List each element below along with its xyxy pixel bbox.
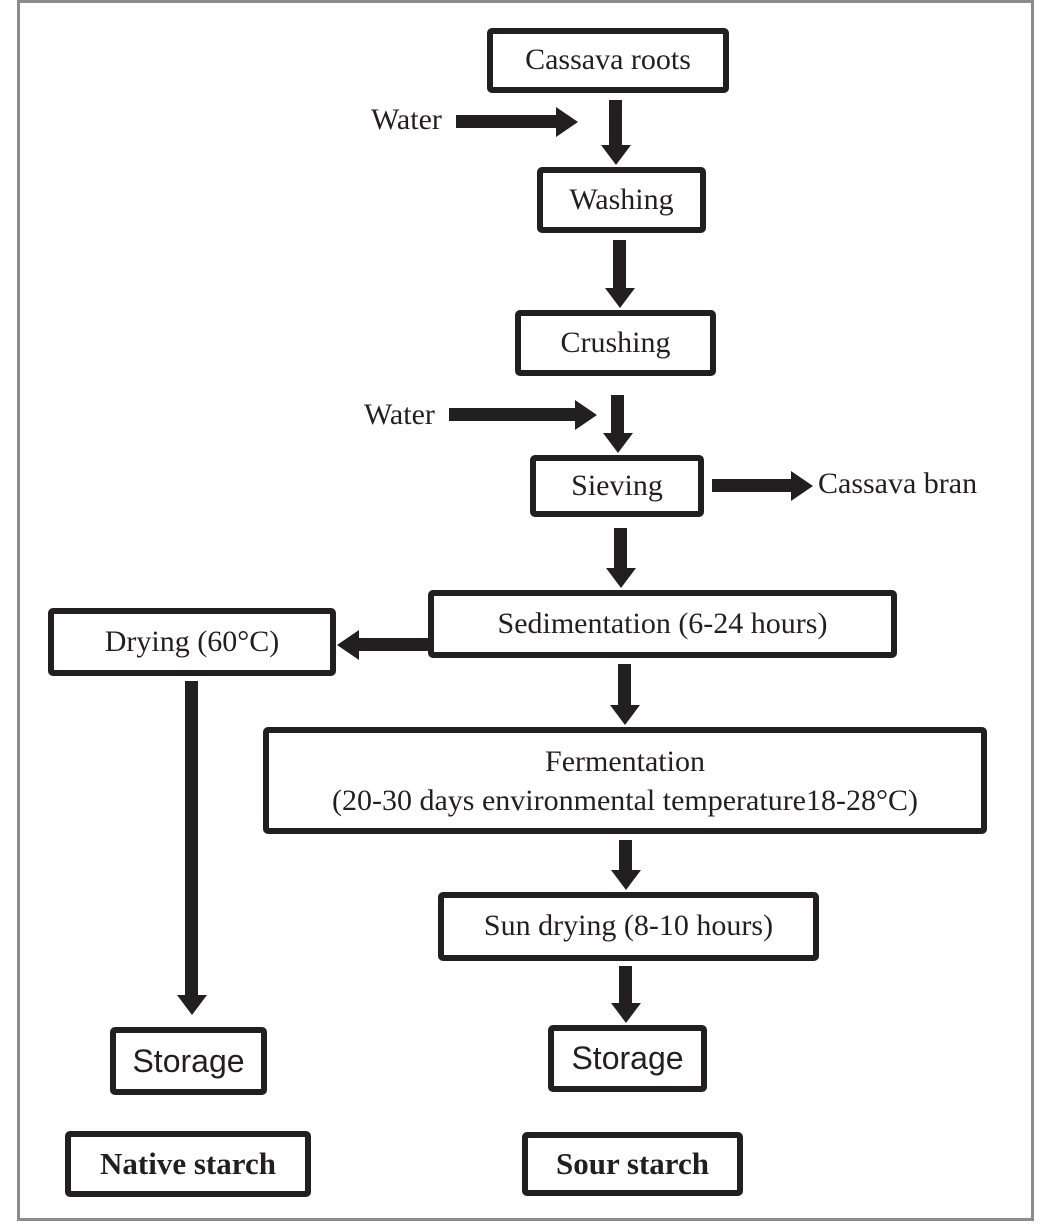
arrow-crushing-to-sieving bbox=[603, 395, 633, 453]
arrow-head-down-icon bbox=[611, 1003, 641, 1023]
arrow-sieving-to-cassava-bran bbox=[712, 471, 813, 501]
arrow-cassava-roots-to-washing bbox=[601, 100, 631, 165]
arrow-shaft bbox=[614, 528, 627, 568]
water-input-label-mid: Water bbox=[364, 398, 435, 431]
arrow-shaft bbox=[611, 395, 624, 433]
arrow-shaft bbox=[456, 115, 557, 128]
node-native-starch: Native starch bbox=[65, 1131, 311, 1197]
node-crushing: Crushing bbox=[515, 310, 716, 376]
arrow-head-down-icon bbox=[601, 145, 631, 165]
arrow-head-right-icon bbox=[791, 471, 813, 501]
arrow-shaft bbox=[609, 100, 622, 145]
arrow-head-down-icon bbox=[177, 995, 207, 1015]
arrow-shaft bbox=[185, 681, 198, 995]
arrow-shaft bbox=[618, 664, 631, 705]
arrow-shaft bbox=[712, 479, 792, 492]
arrow-head-down-icon bbox=[603, 433, 633, 453]
arrow-head-down-icon bbox=[606, 568, 636, 588]
node-sedimentation: Sedimentation (6-24 hours) bbox=[428, 590, 897, 658]
arrow-head-down-icon bbox=[605, 288, 635, 308]
arrow-shaft bbox=[449, 408, 576, 421]
node-cassava-roots-label: Cassava roots bbox=[525, 43, 691, 77]
node-sun-drying-label: Sun drying (8-10 hours) bbox=[483, 909, 774, 943]
node-washing: Washing bbox=[537, 167, 706, 233]
node-cassava-roots: Cassava roots bbox=[487, 28, 729, 93]
node-sedimentation-label: Sedimentation (6-24 hours) bbox=[497, 606, 828, 640]
node-storage-left-label: Storage bbox=[132, 1042, 245, 1079]
arrow-shaft bbox=[613, 240, 626, 288]
arrow-sieving-to-sedimentation bbox=[606, 528, 636, 588]
arrow-head-left-icon bbox=[337, 630, 359, 660]
arrow-head-right-icon bbox=[575, 400, 597, 430]
node-drying: Drying (60°C) bbox=[48, 608, 336, 676]
water-input-label-top: Water bbox=[371, 103, 442, 136]
arrow-shaft bbox=[619, 966, 632, 1003]
node-storage-right-label: Storage bbox=[571, 1040, 684, 1077]
node-sun-drying: Sun drying (8-10 hours) bbox=[438, 892, 819, 961]
arrow-water-into-washing-flow bbox=[456, 107, 578, 137]
node-drying-label: Drying (60°C) bbox=[104, 624, 280, 658]
node-fermentation-line2: (20-30 days environmental temperature18-… bbox=[332, 783, 918, 817]
arrow-drying-to-storage-left bbox=[177, 681, 207, 1015]
arrow-shaft bbox=[358, 638, 428, 651]
arrow-head-down-icon bbox=[610, 705, 640, 725]
arrow-head-down-icon bbox=[611, 870, 641, 890]
node-native-starch-label: Native starch bbox=[100, 1146, 276, 1182]
node-sour-starch-label: Sour starch bbox=[555, 1146, 710, 1182]
node-fermentation: Fermentation (20-30 days environmental t… bbox=[263, 727, 987, 834]
arrow-water-into-sieving-flow bbox=[449, 400, 597, 430]
arrow-sedimentation-to-drying bbox=[337, 630, 428, 660]
arrow-sun-drying-to-storage-right bbox=[611, 966, 641, 1023]
node-sieving-label: Sieving bbox=[571, 468, 663, 502]
arrow-head-right-icon bbox=[556, 107, 578, 137]
node-sieving: Sieving bbox=[530, 455, 704, 517]
cassava-bran-output-label: Cassava bran bbox=[818, 467, 978, 500]
node-fermentation-line1: Fermentation bbox=[545, 744, 705, 778]
arrow-fermentation-to-sun-drying bbox=[611, 840, 641, 890]
arrow-washing-to-crushing bbox=[605, 240, 635, 308]
node-sour-starch: Sour starch bbox=[522, 1132, 743, 1196]
node-crushing-label: Crushing bbox=[560, 325, 671, 359]
node-washing-label: Washing bbox=[569, 182, 674, 216]
arrow-sedimentation-to-fermentation bbox=[610, 664, 640, 725]
node-storage-right: Storage bbox=[548, 1025, 707, 1092]
node-storage-left: Storage bbox=[110, 1027, 267, 1095]
arrow-shaft bbox=[619, 840, 632, 870]
